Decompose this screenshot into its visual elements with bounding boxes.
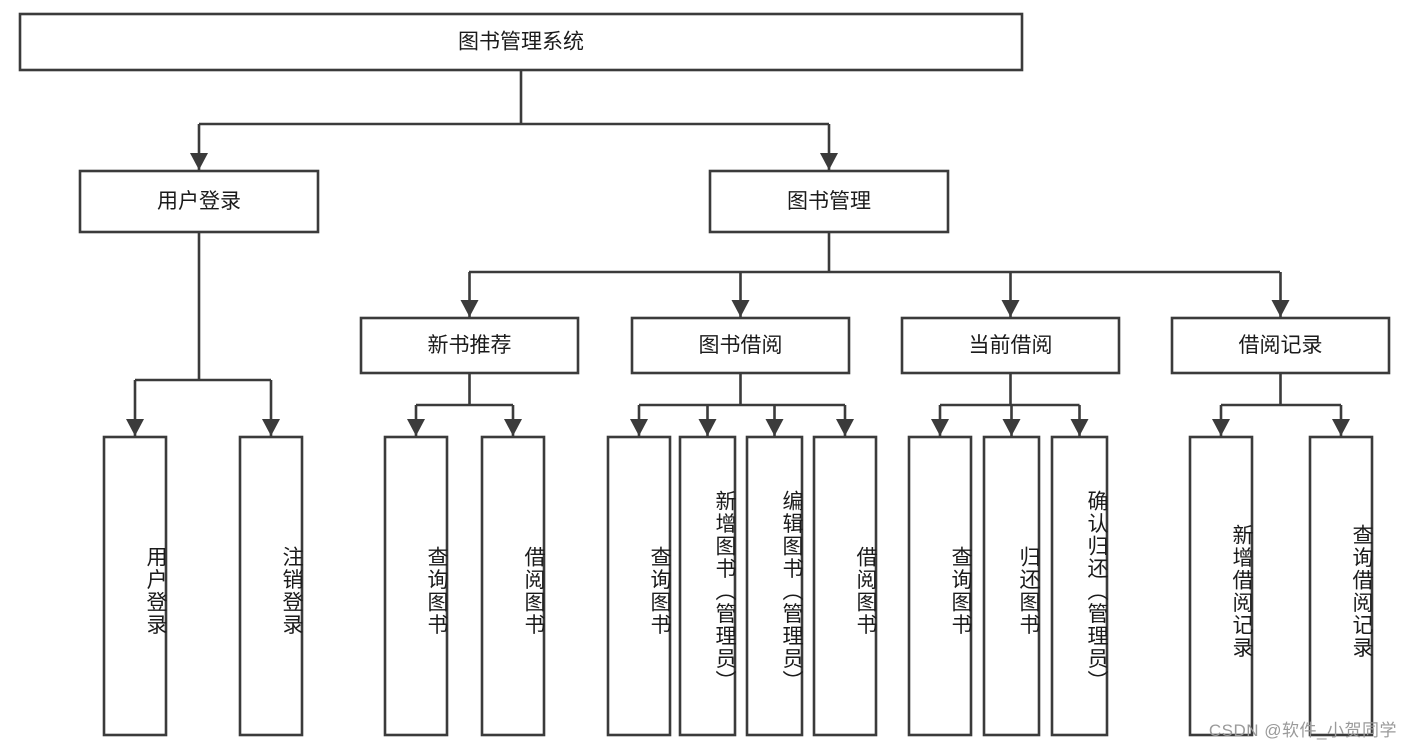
leaf-node-rect[interactable] <box>102 435 168 737</box>
leaf-node-2[interactable] <box>383 435 449 737</box>
level2-node-rect[interactable] <box>78 169 320 234</box>
level3-node-label: 当前借阅 <box>969 334 1053 357</box>
leaf-node-rect[interactable] <box>1050 435 1109 737</box>
level3-node-label: 借阅记录 <box>1239 334 1323 357</box>
leaf-node-6[interactable] <box>745 435 804 737</box>
leaf-node-rect[interactable] <box>812 435 878 737</box>
leaf-node-7[interactable] <box>812 435 878 737</box>
level3-node-1[interactable] <box>630 316 851 375</box>
arrow-head-icon <box>1271 300 1290 317</box>
arrow-head-icon <box>630 419 648 436</box>
arrow-head-icon <box>407 419 425 436</box>
leaf-node-rect[interactable] <box>907 435 973 737</box>
level3-node-rect[interactable] <box>1170 316 1391 375</box>
level3-node-2[interactable] <box>900 316 1121 375</box>
leaf-node-10[interactable] <box>1050 435 1109 737</box>
leaf-node-11[interactable] <box>1188 435 1254 737</box>
arrow-head-icon <box>698 419 717 436</box>
level2-node-0[interactable] <box>78 169 320 234</box>
root-node-label: 图书管理系统 <box>458 31 584 54</box>
arrow-head-icon <box>1212 419 1230 436</box>
level2-node-label: 图书管理 <box>787 190 871 213</box>
leaf-node-4[interactable] <box>606 435 672 737</box>
arrow-head-icon <box>931 419 949 436</box>
level3-node-label: 图书借阅 <box>699 334 783 357</box>
leaf-node-rect[interactable] <box>745 435 804 737</box>
arrow-head-icon <box>836 419 854 436</box>
root-node-0[interactable] <box>18 12 1024 72</box>
connector-layer <box>126 70 1350 436</box>
level3-node-label: 新书推荐 <box>428 334 512 357</box>
arrow-head-icon <box>1002 419 1021 436</box>
leaf-node-1[interactable] <box>238 435 304 737</box>
arrow-head-icon <box>262 419 280 436</box>
leaf-node-5[interactable] <box>678 435 737 737</box>
level2-node-label: 用户登录 <box>157 190 241 213</box>
arrow-head-icon <box>190 153 208 170</box>
level3-node-3[interactable] <box>1170 316 1391 375</box>
level3-node-rect[interactable] <box>900 316 1121 375</box>
leaf-node-0[interactable] <box>102 435 168 737</box>
level3-node-0[interactable] <box>359 316 580 375</box>
level2-node-1[interactable] <box>708 169 950 234</box>
level3-node-rect[interactable] <box>630 316 851 375</box>
leaf-node-rect[interactable] <box>1308 435 1374 737</box>
arrow-head-icon <box>820 153 838 170</box>
arrow-head-icon <box>504 419 522 436</box>
arrow-head-icon <box>1332 419 1350 436</box>
leaf-node-rect[interactable] <box>606 435 672 737</box>
leaf-node-12[interactable] <box>1308 435 1374 737</box>
leaf-node-rect[interactable] <box>678 435 737 737</box>
arrow-head-icon <box>126 419 144 436</box>
leaf-node-rect[interactable] <box>238 435 304 737</box>
arrow-head-icon <box>1070 419 1089 436</box>
node-box-layer <box>18 12 1391 737</box>
csdn-watermark: CSDN @软件_小贺同学 <box>1208 721 1397 740</box>
leaf-node-3[interactable] <box>480 435 546 737</box>
level3-node-rect[interactable] <box>359 316 580 375</box>
arrow-head-icon <box>731 300 750 317</box>
arrow-head-icon <box>460 300 479 317</box>
leaf-node-rect[interactable] <box>1188 435 1254 737</box>
level2-node-rect[interactable] <box>708 169 950 234</box>
arrow-head-icon <box>765 419 784 436</box>
root-node-rect[interactable] <box>18 12 1024 72</box>
leaf-node-rect[interactable] <box>480 435 546 737</box>
leaf-node-rect[interactable] <box>383 435 449 737</box>
leaf-node-8[interactable] <box>907 435 973 737</box>
leaf-node-rect[interactable] <box>982 435 1041 737</box>
leaf-node-9[interactable] <box>982 435 1041 737</box>
arrow-head-icon <box>1001 300 1020 317</box>
